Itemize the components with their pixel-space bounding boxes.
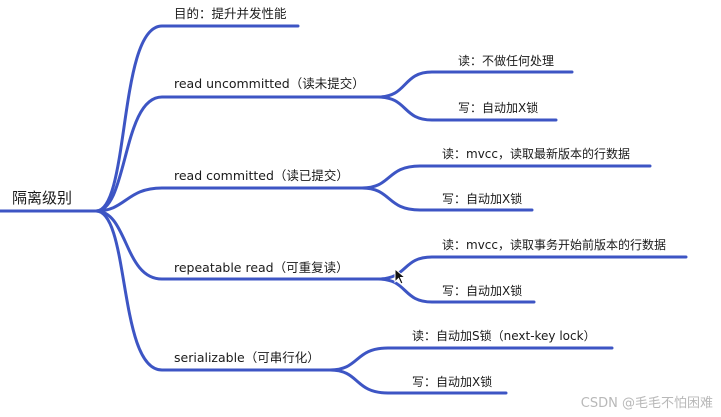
edge-se-read <box>328 346 614 372</box>
rc-write-node[interactable]: 写：自动加X锁 <box>442 192 523 206</box>
edge-ru-write <box>376 95 558 122</box>
se-write-node[interactable]: 写：自动加X锁 <box>412 375 493 389</box>
edge-root-purpose <box>94 24 300 213</box>
branch-repeatable-read[interactable]: repeatable read（可重复读） <box>174 260 349 275</box>
edge-root-repeatable-read <box>94 209 380 281</box>
edge-se-write <box>328 368 508 395</box>
branch-serializable[interactable]: serializable（可串行化） <box>174 350 320 365</box>
branch-read-uncommitted[interactable]: read uncommitted（读未提交） <box>174 76 365 91</box>
rr-read-node[interactable]: 读：mvcc，读取事务开始前版本的行数据 <box>442 238 666 252</box>
edge-ru-read <box>376 70 574 99</box>
branch-purpose[interactable]: 目的：提升并发性能 <box>174 6 287 21</box>
edge-root-read-uncommitted <box>94 95 380 213</box>
edge-root-read-committed <box>94 186 364 213</box>
edge-rc-read <box>360 164 652 190</box>
watermark: CSDN @毛毛不怕困难 <box>580 396 713 411</box>
edge-root-serializable <box>94 209 332 372</box>
rc-read-node[interactable]: 读：mvcc，读取最新版本的行数据 <box>442 147 630 161</box>
edge-rr-write <box>376 277 536 304</box>
root-node-label[interactable]: 隔离级别 <box>12 189 73 207</box>
ru-read-node[interactable]: 读：不做任何处理 <box>458 54 555 68</box>
mouse-pointer-icon <box>394 268 406 285</box>
edge-rr-read <box>376 255 688 281</box>
branch-read-committed[interactable]: read committed（读已提交） <box>174 168 349 183</box>
ru-write-node[interactable]: 写：自动加X锁 <box>458 101 539 115</box>
se-read-node[interactable]: 读：自动加S锁（next-key lock） <box>412 329 596 343</box>
rr-write-node[interactable]: 写：自动加X锁 <box>442 284 523 298</box>
edge-rc-write <box>360 186 534 212</box>
